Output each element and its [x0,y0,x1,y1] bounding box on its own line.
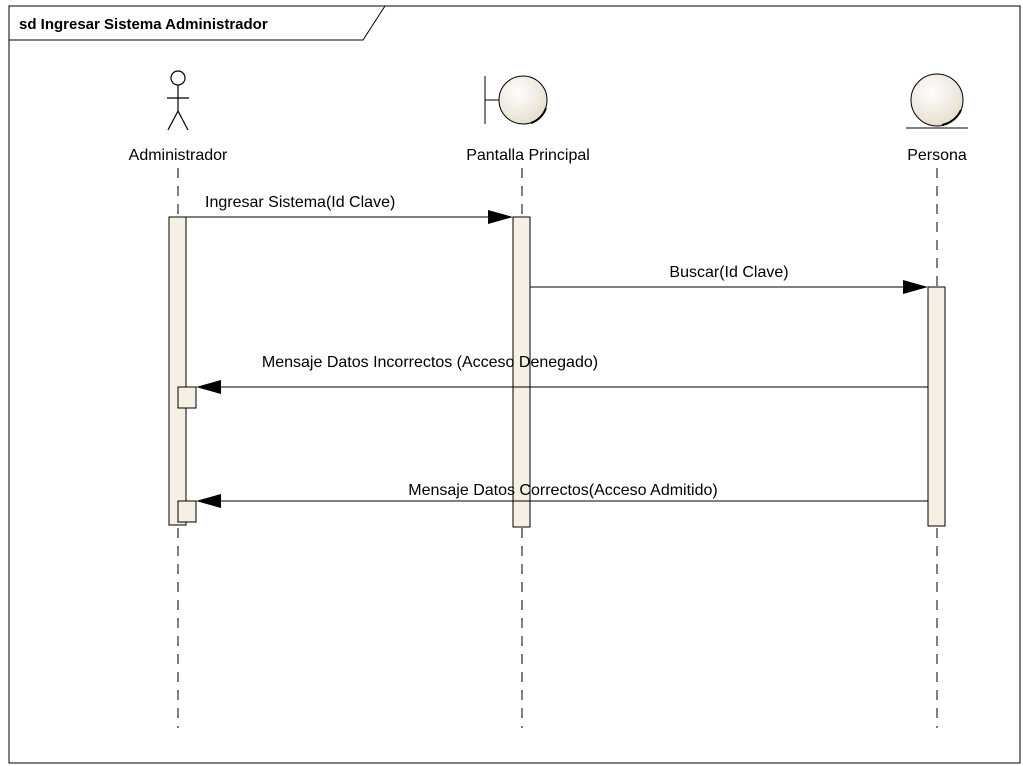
message-arrowhead-icon [488,210,513,224]
boundary-icon [484,75,548,125]
participant-label-pantalla-principal: Pantalla Principal [466,147,590,164]
nested-activation-incorrect [177,386,197,409]
message-label-buscar: Buscar(Id Clave) [669,264,788,281]
nested-activation-correct [177,500,197,523]
participant-administrador[interactable]: Administrador [129,70,228,164]
participant-persona[interactable]: Persona [906,73,968,164]
message-label-datos-incorrectos: Mensaje Datos Incorrectos (Acceso Denega… [262,354,598,371]
message-datos-incorrectos[interactable]: Mensaje Datos Incorrectos (Acceso Denega… [196,354,928,394]
entity-icon [906,73,968,129]
activation-bar-pantalla-principal [512,216,531,528]
message-arrowhead-icon [196,380,221,394]
activation-bar-administrador [168,216,187,526]
frame-title-tab [9,5,386,41]
participant-pantalla-principal[interactable]: Pantalla Principal [466,75,590,164]
message-arrowhead-icon [196,494,221,508]
participant-label-administrador: Administrador [129,147,228,164]
message-label-datos-correctos: Mensaje Datos Correctos(Acceso Admitido) [408,482,717,499]
activation-bar-persona [927,286,946,527]
message-buscar[interactable]: Buscar(Id Clave) [530,264,928,294]
frame-title: sd Ingresar Sistema Administrador [19,16,268,33]
diagram-frame [8,5,1021,764]
participant-label-persona: Persona [907,147,967,164]
message-label-ingresar-sistema: Ingresar Sistema(Id Clave) [205,194,395,211]
message-arrowhead-icon [903,280,928,294]
message-ingresar-sistema[interactable]: Ingresar Sistema(Id Clave) [186,194,513,224]
message-datos-correctos[interactable]: Mensaje Datos Correctos(Acceso Admitido) [196,482,928,508]
actor-stick-figure-icon [167,70,189,131]
